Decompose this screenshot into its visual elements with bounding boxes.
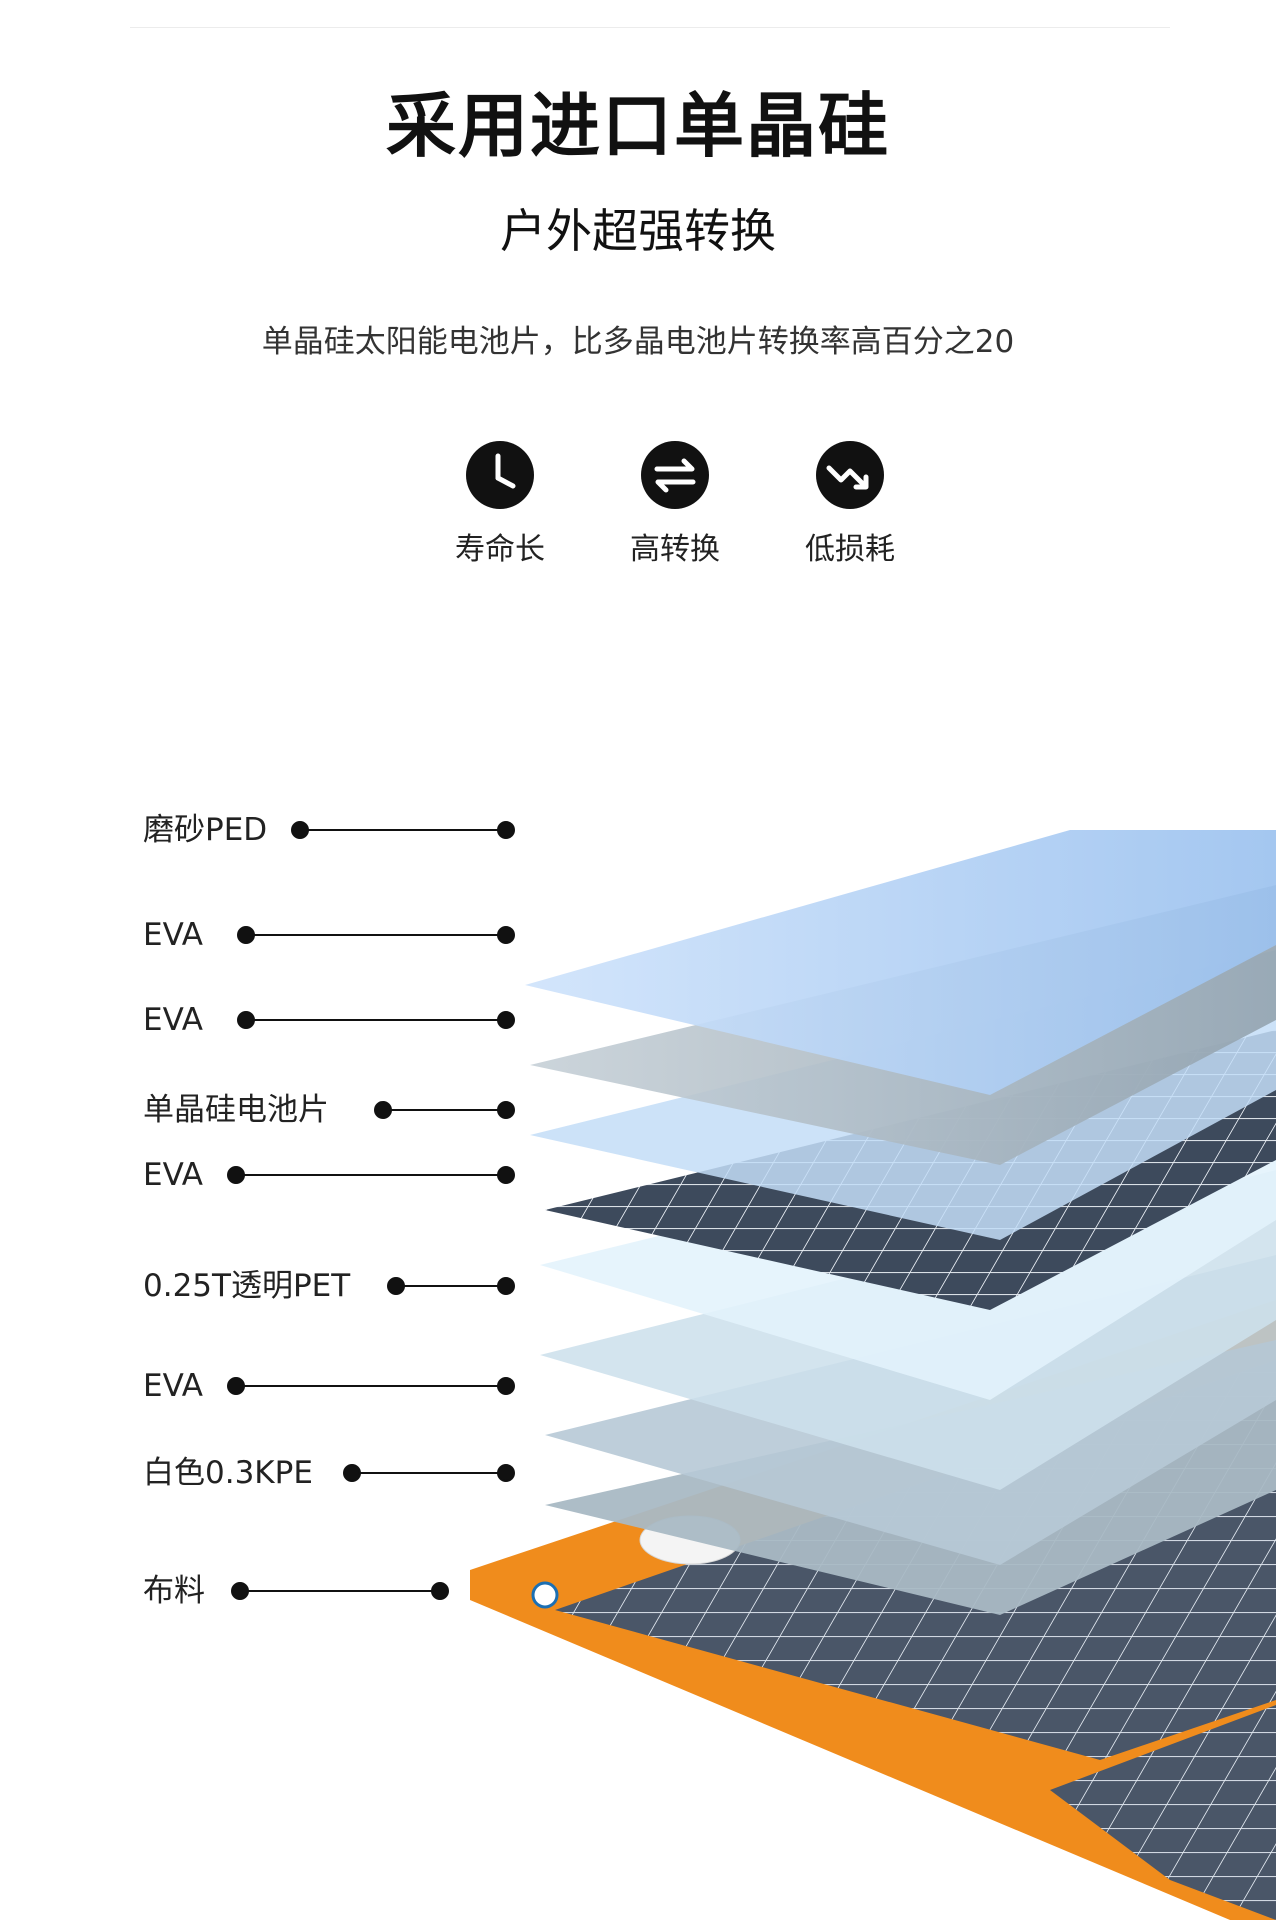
page-subtitle: 户外超强转换 [500, 204, 776, 258]
layer-label-eva: EVA [143, 1368, 204, 1404]
feature-low-loss: 低损耗 [780, 440, 920, 568]
layer-label-pet: 0.25T透明PET [143, 1268, 351, 1304]
feature-label: 高转换 [630, 532, 720, 567]
layer-illustration [227, 821, 1276, 1920]
top-divider [130, 27, 1170, 28]
layer-label-eva: EVA [143, 1157, 204, 1193]
layer-label-kpe: 白色0.3KPE [143, 1455, 313, 1491]
layer-label-eva: EVA [143, 1002, 204, 1038]
feature-list: 寿命长 高转换 低损耗 [430, 440, 895, 580]
layer-label-ped: 磨砂PED [143, 812, 268, 848]
trend-down-icon [816, 441, 884, 509]
feature-high-conversion: 高转换 [605, 440, 745, 568]
feature-long-life: 寿命长 [430, 440, 570, 568]
feature-label: 低损耗 [805, 532, 895, 567]
clock-icon [466, 441, 534, 509]
ped-layer [525, 830, 1276, 1095]
page-description: 单晶硅太阳能电池片，比多晶电池片转换率高百分之20 [261, 324, 1015, 360]
page-title: 采用进口单晶硅 [386, 85, 890, 167]
feature-label: 寿命长 [455, 532, 545, 567]
layer-label-cells: 单晶硅电池片 [143, 1092, 329, 1128]
layer-stack-diagram: 磨砂PED EVA EVA 单晶硅电池片 EVA 0.25T透明PET EVA … [0, 700, 1276, 1920]
layer-label-fabric: 布料 [143, 1573, 205, 1609]
layer-label-eva: EVA [143, 917, 204, 953]
swap-arrows-icon [641, 441, 709, 509]
